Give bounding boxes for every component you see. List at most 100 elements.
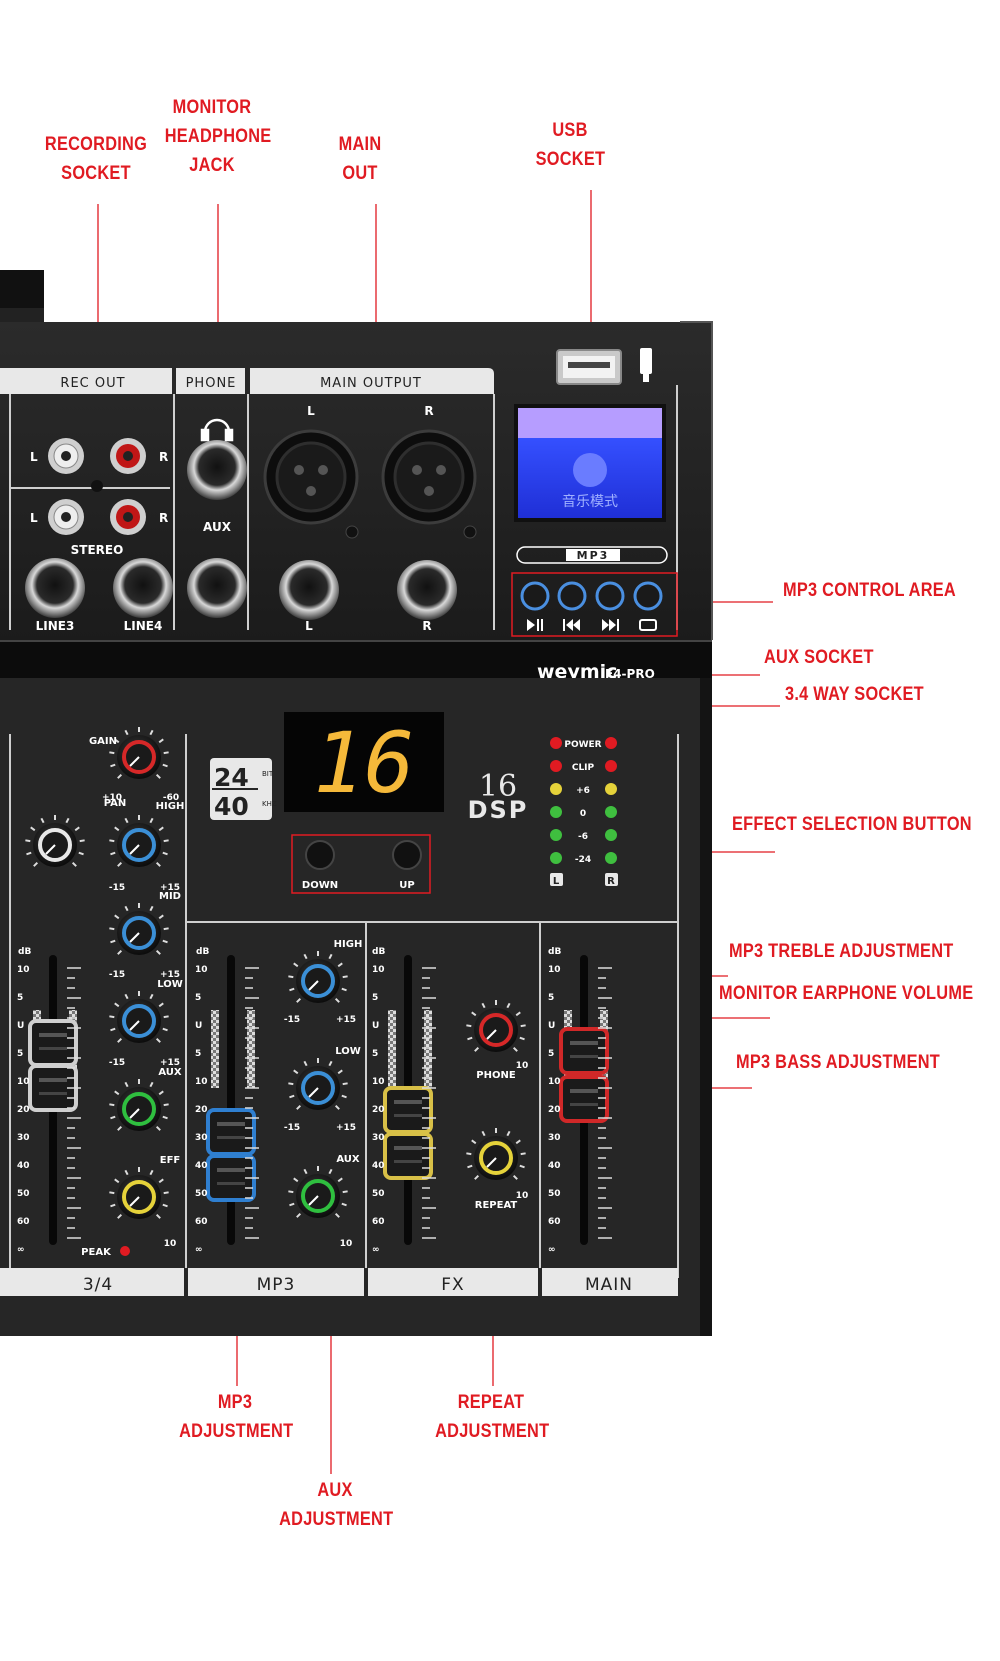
- meter-label-plus6: +6: [576, 786, 590, 796]
- fader-scale-mark: U: [548, 1021, 555, 1031]
- fader-scale-mark: ∞: [195, 1245, 203, 1255]
- low-max: +15: [160, 1058, 180, 1068]
- db-label-main: dB: [548, 947, 561, 957]
- usb-port[interactable]: [556, 349, 622, 385]
- low-eq-knob[interactable]: [109, 991, 169, 1043]
- repeat-knob-label: REPEAT: [475, 1200, 518, 1211]
- fader-scale-mark: 10: [372, 1077, 385, 1087]
- effect-down-button[interactable]: [305, 840, 335, 870]
- rca-jacks[interactable]: [48, 438, 146, 535]
- dsp-number: 16: [479, 769, 517, 804]
- mp3-low-knob[interactable]: [288, 1058, 348, 1110]
- callout-line: ADJUSTMENT: [179, 1421, 294, 1442]
- mp3-high-knob[interactable]: [288, 951, 348, 1003]
- fader-scale-mark: 60: [372, 1217, 385, 1227]
- eff-max: 10: [164, 1239, 177, 1249]
- phone-volume-knob[interactable]: [466, 1000, 526, 1052]
- mid-eq-knob[interactable]: [109, 903, 169, 955]
- rec-l-label: L: [30, 450, 38, 464]
- fader-scale-mark: 50: [195, 1189, 208, 1199]
- mid-label: MID: [159, 891, 181, 902]
- fader-scale-mark: 10: [548, 965, 561, 975]
- fader-scale-mark: ∞: [17, 1245, 25, 1255]
- fader-scale-mark: 20: [195, 1105, 208, 1115]
- fader-scale-mark: 5: [372, 1049, 378, 1059]
- fader-scale-mark: 40: [195, 1161, 208, 1171]
- main-l-jack-label: L: [305, 619, 313, 633]
- spec-badge: [210, 758, 272, 820]
- db-label-fx: dB: [372, 947, 385, 957]
- fader-mp3[interactable]: [206, 955, 256, 1245]
- fader-scale-mark: 30: [548, 1133, 561, 1143]
- gain-knob[interactable]: [109, 727, 169, 779]
- dsp-label: DSP: [468, 796, 529, 824]
- low-min: -15: [109, 1058, 125, 1068]
- callout-line: JACK: [189, 155, 235, 176]
- phone-max: 10: [516, 1061, 529, 1071]
- effect-button-highlight: [291, 834, 431, 894]
- meter-label-power: POWER: [564, 740, 601, 750]
- low-label-34: LOW: [157, 979, 183, 990]
- aux-send-knob[interactable]: [109, 1079, 169, 1131]
- callout-main-out: MAIN OUT: [326, 130, 395, 188]
- high-eq-knob[interactable]: [109, 815, 169, 867]
- eff-label: EFF: [160, 1155, 181, 1166]
- callout-monitor-earphone-volume: MONITOR EARPHONE VOLUME: [719, 983, 974, 1004]
- callout-mp3-treble-adjustment: MP3 TREBLE ADJUSTMENT: [729, 941, 954, 962]
- strip-label-3-4: 3/4: [83, 1275, 113, 1295]
- callout-mp3-control-area: MP3 CONTROL AREA: [783, 580, 956, 601]
- callout-line: USB: [552, 120, 588, 141]
- mp3-high-min: -15: [284, 1015, 300, 1025]
- phone-knob-label: PHONE: [476, 1070, 516, 1081]
- fader-scale-mark: 40: [372, 1161, 385, 1171]
- fader-scale-mark: 5: [372, 993, 378, 1003]
- fader-db-labels: dB dB dB dB: [18, 947, 561, 957]
- fader-scale-mark: 40: [17, 1161, 30, 1171]
- line-jacks[interactable]: [25, 440, 457, 620]
- repeat-max: 10: [516, 1191, 529, 1201]
- aux-label-mp3: AUX: [336, 1154, 360, 1165]
- fader-scale-mark: 10: [195, 965, 208, 975]
- callout-aux-socket: AUX SOCKET: [764, 647, 874, 668]
- xlr-outputs[interactable]: [263, 429, 477, 539]
- knobs[interactable]: [25, 727, 526, 1219]
- db-label-mp3: dB: [196, 947, 209, 957]
- aux-label-34: AUX: [158, 1067, 182, 1078]
- fader-scale-mark: 50: [17, 1189, 30, 1199]
- effect-up-button[interactable]: [392, 840, 422, 870]
- pan-knob[interactable]: [25, 815, 85, 867]
- eff-send-knob[interactable]: [109, 1167, 169, 1219]
- fader-scales: 105U5102030405060∞105U5102030405060∞105U…: [17, 965, 612, 1255]
- fader-scale-mark: 5: [17, 1049, 23, 1059]
- callout-line: MONITOR: [172, 97, 252, 118]
- level-meter: [550, 737, 618, 886]
- fader-scale-mark: 10: [17, 965, 30, 975]
- fader-fx[interactable]: [383, 955, 433, 1245]
- mp3-badge: [516, 546, 668, 564]
- callout-line: SOCKET: [535, 149, 606, 170]
- fader-scale-mark: 60: [195, 1217, 208, 1227]
- callout-line: HEADPHONE: [164, 126, 272, 147]
- fader-main[interactable]: [559, 955, 609, 1245]
- fader-scale-mark: 5: [17, 993, 23, 1003]
- spec-khz-unit: KHZ: [262, 800, 277, 808]
- fader-scale-mark: 50: [548, 1189, 561, 1199]
- low-label-mp3: LOW: [335, 1046, 361, 1057]
- fader-scale-mark: 20: [17, 1105, 30, 1115]
- callout-recording-socket: RECORDING SOCKET: [44, 130, 147, 188]
- callout-line: AUX: [317, 1480, 353, 1501]
- down-label: DOWN: [302, 880, 338, 891]
- mp3-buttons[interactable]: [520, 581, 663, 611]
- repeat-knob[interactable]: [466, 1128, 526, 1180]
- callout-monitor-headphone-jack: MONITOR HEADPHONE JACK: [164, 93, 272, 180]
- mp3-aux-knob[interactable]: [288, 1166, 348, 1218]
- stereo-r-label: R: [159, 511, 168, 525]
- fader-scale-mark: 10: [195, 1077, 208, 1087]
- high-min: -15: [109, 883, 125, 893]
- mp3-high-max: +15: [336, 1015, 356, 1025]
- faders[interactable]: [28, 955, 609, 1245]
- mp3-control-highlight: [511, 572, 678, 637]
- mp3-low-min: -15: [284, 1123, 300, 1133]
